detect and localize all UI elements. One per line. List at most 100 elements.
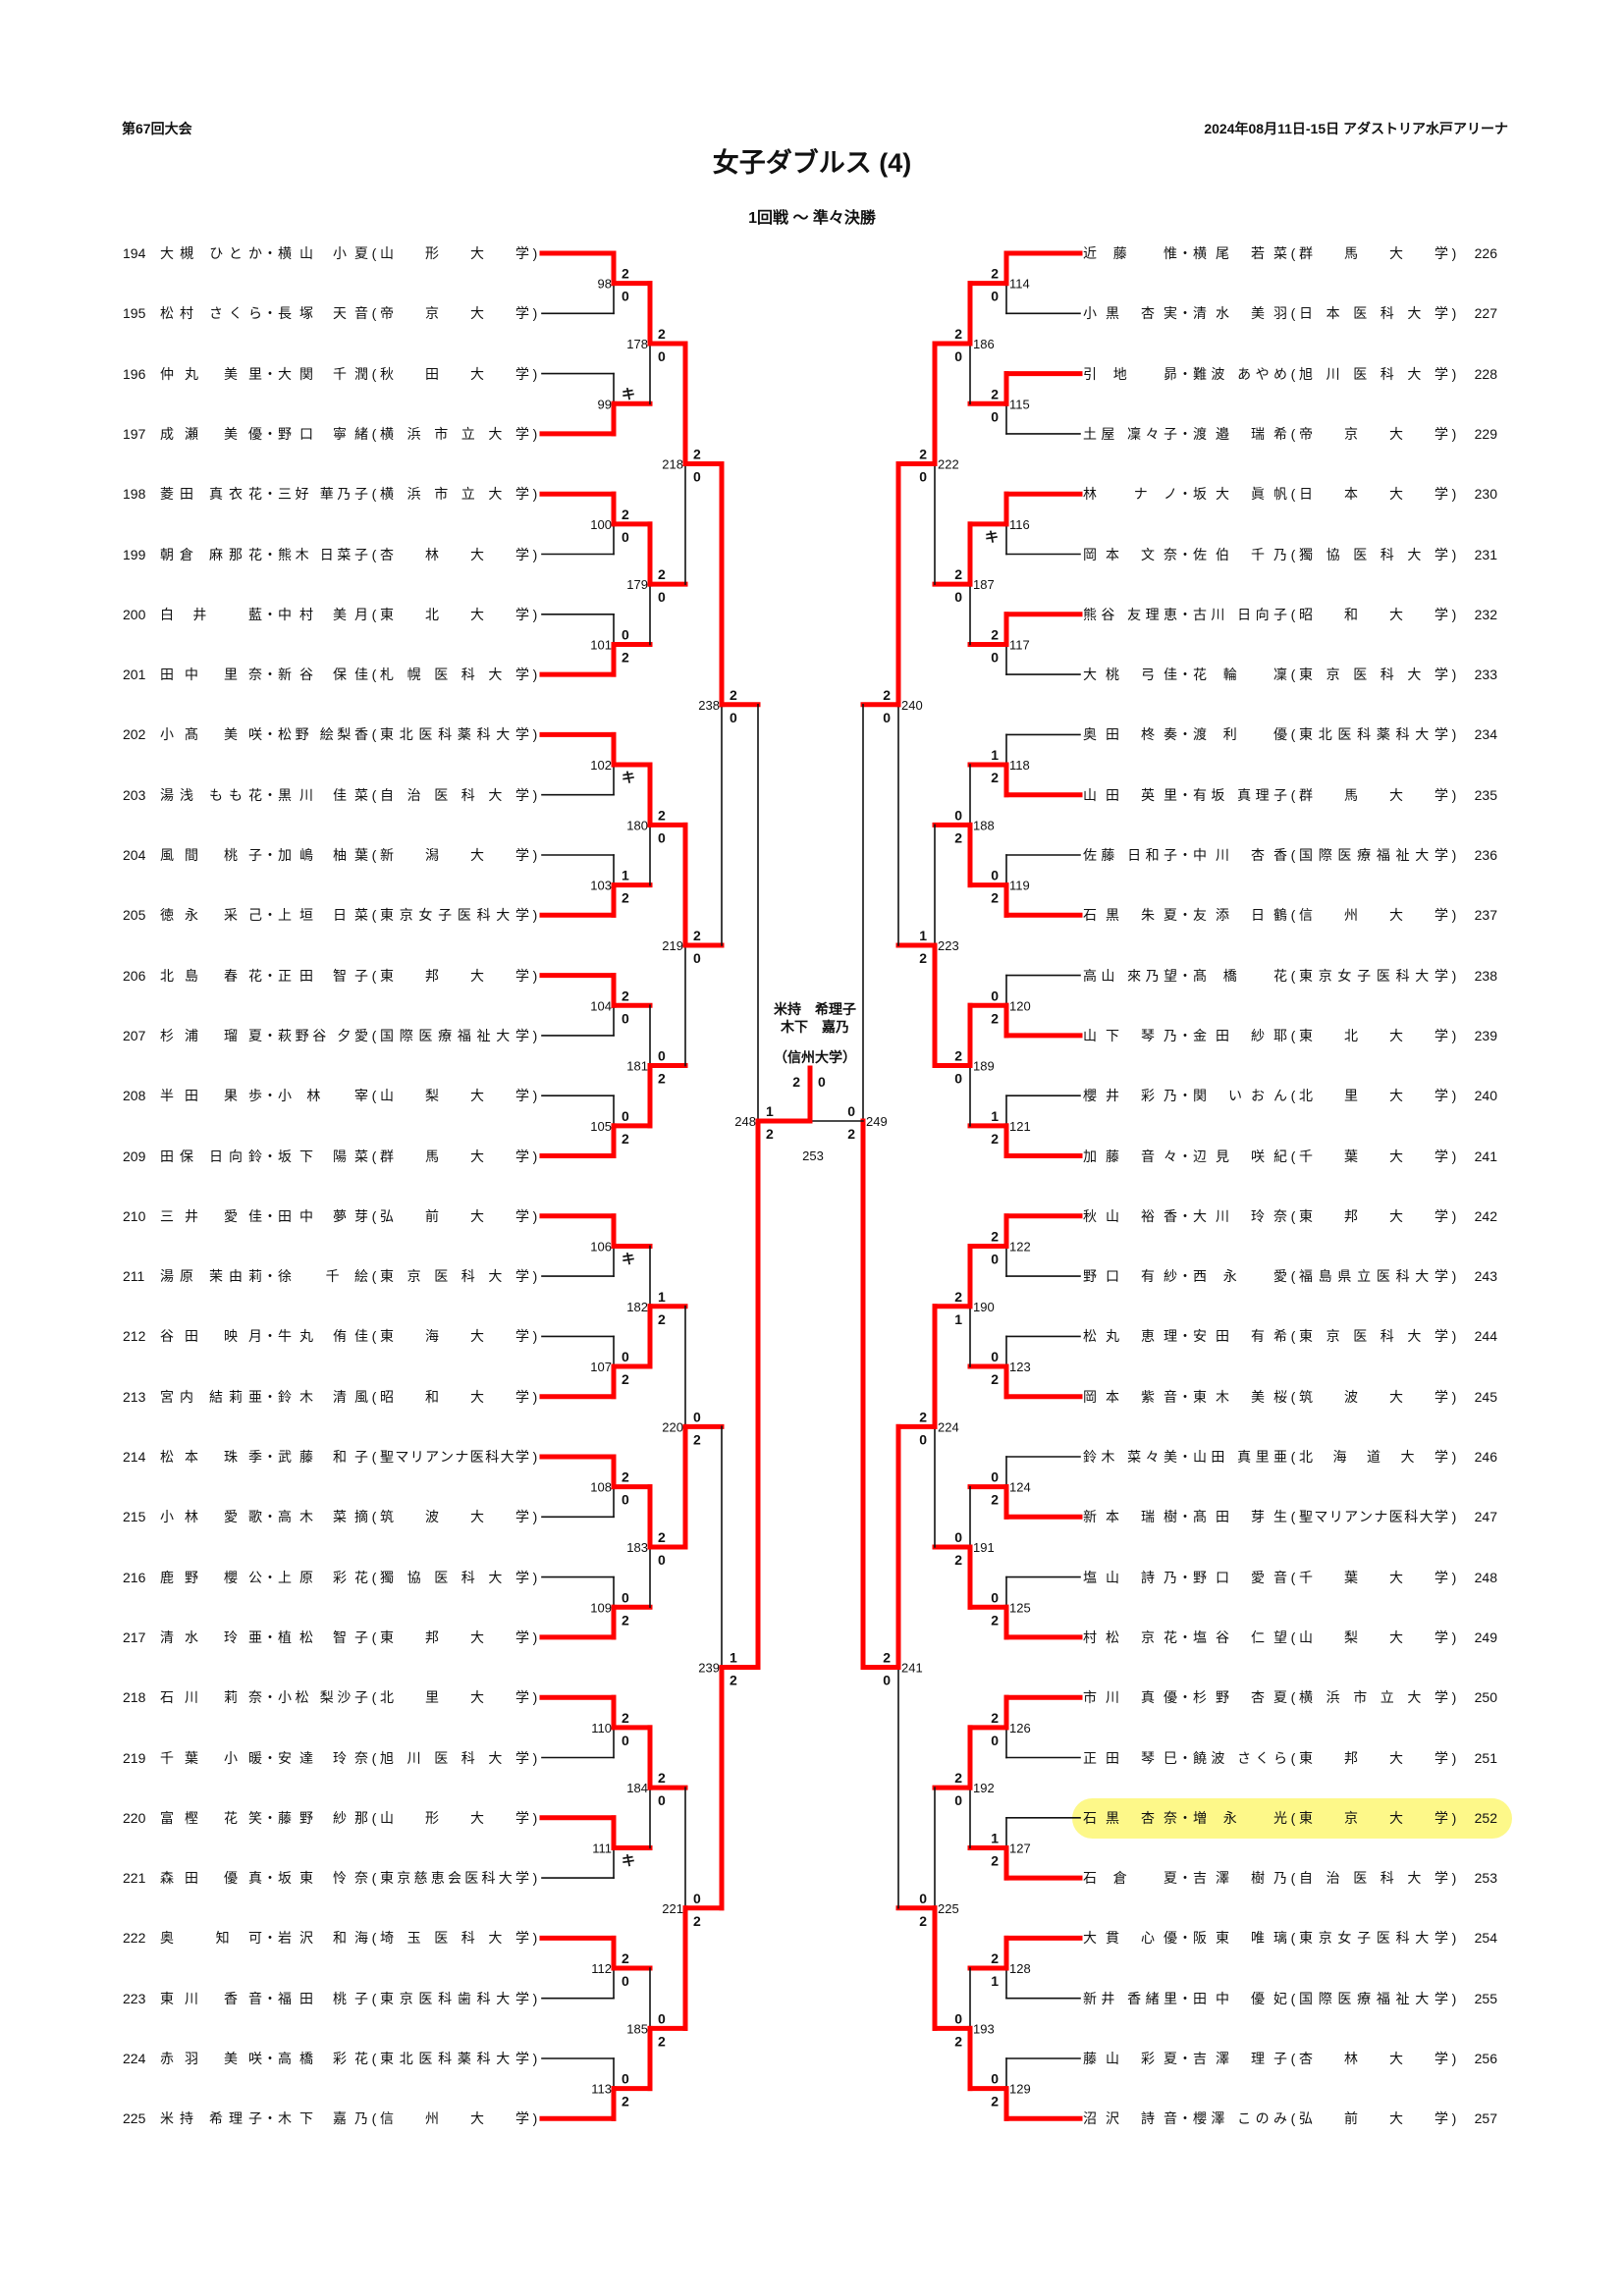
match-number: 240 <box>901 698 923 713</box>
paren-close: ) <box>1451 1569 1457 1585</box>
match-number: 123 <box>1009 1360 1031 1374</box>
university-name: 北里大学 <box>1299 1088 1448 1104</box>
paren-close: ) <box>532 847 538 863</box>
score-bottom: 2 <box>766 1126 774 1142</box>
score-bottom: 2 <box>658 1311 666 1327</box>
match-number: 221 <box>662 1901 683 1916</box>
entry-number: 211 <box>123 1268 145 1285</box>
score-top: 0 <box>658 1048 666 1064</box>
name-separator: ・ <box>263 546 277 562</box>
paren-close: ) <box>532 2051 538 2066</box>
paren-open: ( <box>371 1749 377 1766</box>
paren-close: ) <box>1451 1449 1457 1465</box>
name-separator: ・ <box>263 1629 277 1645</box>
score-bottom: 2 <box>693 1913 701 1929</box>
score-bottom: 2 <box>919 1913 927 1929</box>
university-name: 横浜市立大学 <box>380 425 529 442</box>
entry-row: 熊谷 友理恵・古川 日向子(昭和大学)232 <box>1083 605 1497 624</box>
paren-close: ) <box>1451 726 1457 743</box>
university-name: 東京医科大学 <box>380 1268 529 1285</box>
player-1-name: 米持 希理子 <box>160 2110 262 2127</box>
paren-open: ( <box>1290 606 1296 622</box>
paren-open: ( <box>371 606 377 622</box>
entry-number: 239 <box>1474 1027 1497 1043</box>
score-top: 2 <box>622 1950 629 1966</box>
player-2-name: 武藤 和子 <box>278 1449 368 1465</box>
paren-open: ( <box>371 305 377 322</box>
score-top: 2 <box>954 1289 962 1305</box>
university-name: 山梨大学 <box>1299 1629 1448 1645</box>
paren-open: ( <box>1290 1870 1296 1887</box>
entry-number: 255 <box>1474 1990 1497 2006</box>
score-top: 2 <box>919 447 927 462</box>
name-separator: ・ <box>263 305 277 322</box>
player-1-name: 土屋 凜々子 <box>1083 425 1177 442</box>
name-separator: ・ <box>263 1268 277 1285</box>
champion-names-line1: 米持 希理子 <box>774 1001 856 1017</box>
entry-row: 土屋 凜々子・渡邉 瑞希(帝京大学)229 <box>1083 424 1497 444</box>
paren-close: ) <box>532 305 538 322</box>
player-1-name: 宮内 結莉亜 <box>160 1388 262 1405</box>
score-top: 2 <box>658 1770 666 1786</box>
player-2-name: 清水 美羽 <box>1193 305 1287 322</box>
player-2-name: 正田 智子 <box>278 967 368 984</box>
paren-close: ) <box>1451 365 1457 382</box>
university-name: 群馬大学 <box>380 1148 529 1164</box>
player-1-name: 田保 日向鈴 <box>160 1148 262 1164</box>
player-1-name: 清水 玲亜 <box>160 1629 262 1645</box>
name-separator: ・ <box>263 606 277 622</box>
score-top: 0 <box>693 1891 701 1906</box>
entry-row: 山下 琴乃・金田 紗耶(東北大学)239 <box>1083 1026 1497 1045</box>
paren-close: ) <box>532 546 538 562</box>
entry-number: 231 <box>1474 546 1497 562</box>
university-name: 筑波大学 <box>380 1509 529 1525</box>
entry-number: 217 <box>123 1629 146 1645</box>
score-bottom: 2 <box>991 890 999 906</box>
player-1-name: 赤羽 美咲 <box>160 2051 262 2066</box>
paren-close: ) <box>532 1207 538 1224</box>
score-top: 2 <box>658 326 666 342</box>
paren-open: ( <box>371 425 377 442</box>
paren-open: ( <box>1290 907 1296 924</box>
score-bottom: キ <box>622 1852 635 1868</box>
score-top: 2 <box>622 988 629 1003</box>
score-bottom: 0 <box>883 710 891 725</box>
match-number: 101 <box>590 637 612 652</box>
score-top: キ <box>622 386 635 401</box>
university-name: 群馬大学 <box>1299 786 1448 803</box>
score-bottom: 2 <box>658 2033 666 2049</box>
match-number: 126 <box>1009 1721 1031 1735</box>
paren-close: ) <box>532 1629 538 1645</box>
name-separator: ・ <box>263 486 277 503</box>
name-separator: ・ <box>263 726 277 743</box>
paren-open: ( <box>1290 245 1296 261</box>
score-top: 2 <box>991 1950 999 1966</box>
entry-number: 240 <box>1474 1088 1497 1104</box>
player-2-name: 辺見 咲紀 <box>1193 1148 1287 1164</box>
player-2-name: 櫻澤 このみ <box>1193 2110 1287 2127</box>
university-name: 山形大学 <box>380 1809 529 1826</box>
paren-open: ( <box>1290 1809 1296 1826</box>
paren-open: ( <box>1290 1629 1296 1645</box>
match-number: 120 <box>1009 998 1031 1013</box>
entry-number: 250 <box>1474 1689 1497 1706</box>
match-number: 225 <box>938 1901 959 1916</box>
player-2-name: 吉澤 理子 <box>1193 2051 1287 2066</box>
match-number: 223 <box>938 938 959 953</box>
paren-close: ) <box>1451 1930 1457 1947</box>
score-top: 0 <box>991 1349 999 1364</box>
entry-number: 252 <box>1474 1809 1497 1826</box>
score-bottom: キ <box>622 770 635 785</box>
match-number: 181 <box>626 1059 648 1074</box>
score-top: 0 <box>622 1589 629 1605</box>
paren-close: ) <box>532 726 538 743</box>
player-1-name: 鈴木 菜々美 <box>1083 1449 1177 1465</box>
player-2-name: 牛丸 侑佳 <box>278 1328 368 1345</box>
paren-open: ( <box>1290 1268 1296 1285</box>
name-separator: ・ <box>263 1689 277 1706</box>
paren-close: ) <box>1451 606 1457 622</box>
player-1-name: 熊谷 友理恵 <box>1083 606 1177 622</box>
paren-close: ) <box>1451 907 1457 924</box>
